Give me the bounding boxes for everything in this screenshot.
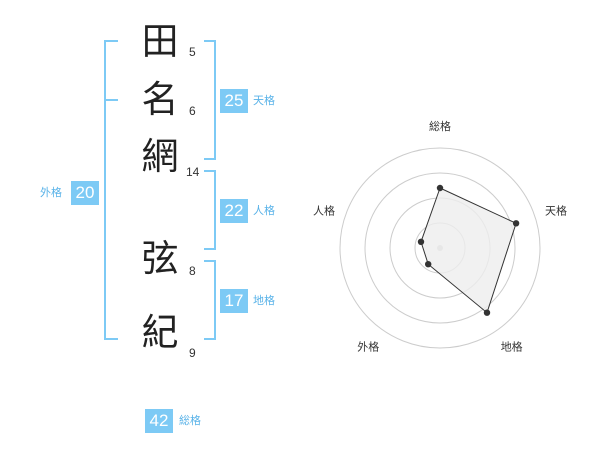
radar-point-人格 [417,238,425,245]
surname-char-2: 名 [141,78,179,121]
jinkaku-bracket [204,170,216,250]
radar-polygon [420,187,517,314]
gaikaku-bracket-tick [104,99,118,101]
given-strokes-2: 9 [189,346,196,360]
gaikaku-bracket [104,40,118,340]
radar-axis-label-外格: 外格 [357,340,379,354]
chikaku-value: 17 [220,289,248,313]
gaikaku-label: 外格 [40,186,62,199]
chikaku-label: 地格 [253,294,275,307]
soukaku-value: 42 [145,409,173,433]
surname-char-1: 田 [141,20,179,63]
given-char-2: 紀 [141,311,179,354]
tenkaku-label: 天格 [253,94,275,107]
radar-axis-label-総格: 総格 [429,119,451,133]
radar-point-外格 [425,261,432,268]
radar-axis-label-人格: 人格 [313,203,335,217]
surname-strokes-1: 5 [189,45,196,59]
surname-char-3: 網 [141,135,179,178]
radar-axis-label-天格: 天格 [545,203,567,217]
gaikaku-value: 20 [71,181,99,205]
radar-point-総格 [436,184,444,192]
radar-axis-label-地格: 地格 [501,340,523,354]
radar-ring-4 [339,147,541,349]
given-char-1: 弦 [141,237,179,280]
jinkaku-label: 人格 [253,204,275,217]
radar-ring-3 [364,172,516,324]
tenkaku-bracket [204,40,216,160]
given-strokes-1: 8 [189,264,196,278]
tenkaku-value: 25 [220,89,248,113]
soukaku-label: 総格 [179,414,201,427]
surname-strokes-2: 6 [189,104,196,118]
radar-point-天格 [512,220,520,227]
surname-strokes-3: 14 [186,165,200,179]
chikaku-bracket [204,260,216,340]
radar-point-地格 [483,309,491,316]
jinkaku-value: 22 [220,199,248,223]
